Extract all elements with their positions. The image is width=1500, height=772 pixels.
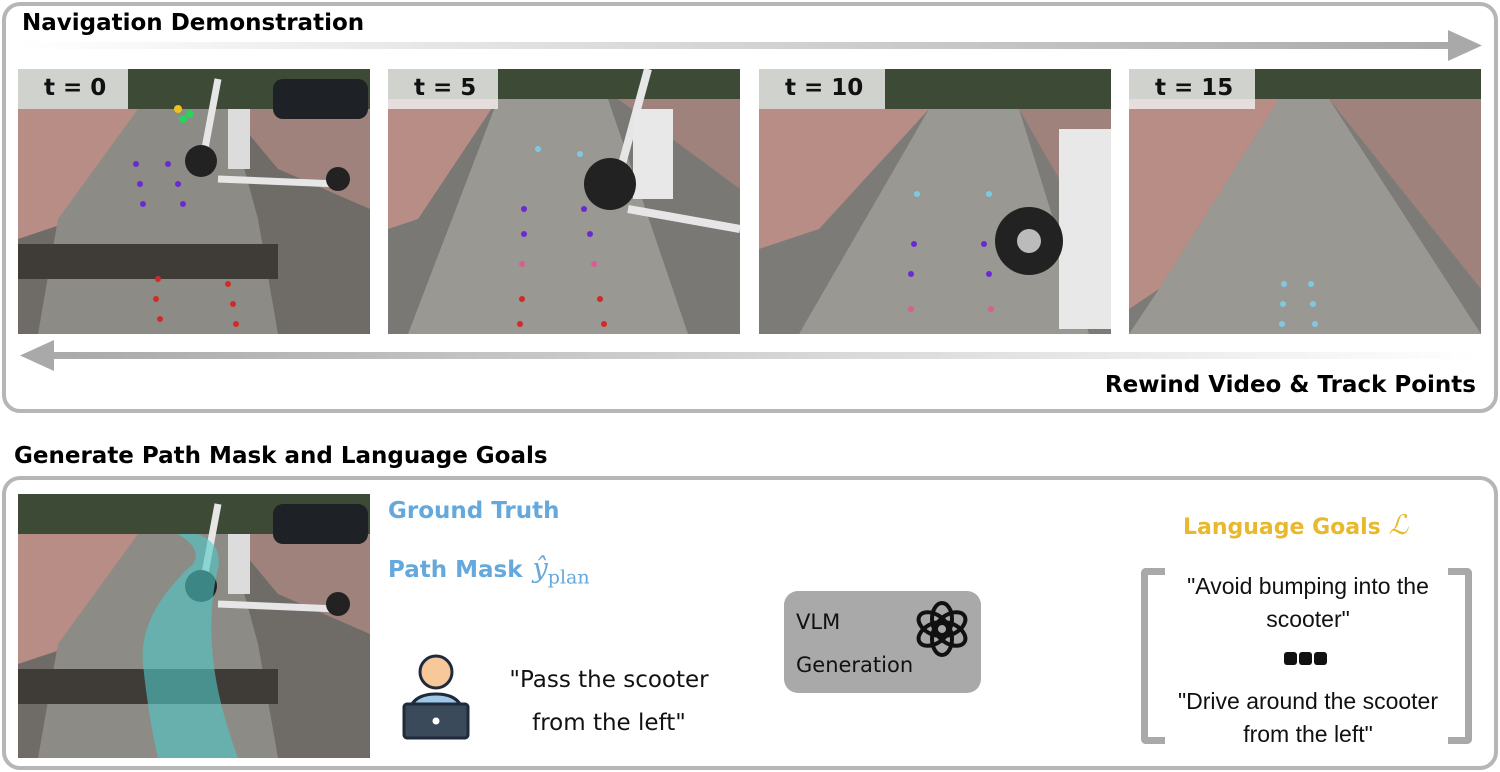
time-label: t = 10: [759, 69, 886, 109]
language-goals-label: Language Goals ℒ: [1183, 510, 1408, 541]
frame-t15: t = 15: [1129, 69, 1481, 334]
path-mask-overlay: [142, 534, 238, 758]
sidewalk-scene-image: [759, 69, 1111, 334]
person-with-laptop-icon: [402, 654, 470, 740]
openai-logo-icon: [916, 601, 968, 657]
path-mask-symbol: ŷplan: [532, 553, 590, 589]
frame-t0: t = 0: [18, 69, 370, 334]
frame-t10: t = 10: [759, 69, 1111, 334]
path-mask-text: Path Mask: [388, 557, 523, 583]
vlm-generation-label: VLM Generation: [796, 610, 914, 677]
path-mask-label: Path Mask ŷplan: [388, 553, 590, 588]
language-goals-symbol: ℒ: [1388, 510, 1409, 541]
navigation-demonstration-title: Navigation Demonstration: [22, 10, 365, 36]
language-goals-text: Language Goals: [1183, 515, 1381, 540]
time-label: t = 5: [388, 69, 499, 109]
instruction-quote: "Pass the scooter from the left": [509, 667, 709, 736]
rewind-label: Rewind Video & Track Points: [1104, 372, 1476, 398]
frame-t5: t = 5: [388, 69, 740, 334]
vlm-generation-box: VLM Generation: [784, 591, 981, 693]
ground-truth-label: Ground Truth: [388, 498, 560, 524]
time-label: t = 0: [18, 69, 129, 109]
time-label: t = 15: [1129, 69, 1256, 109]
generate-section-title: Generate Path Mask and Language Goals: [14, 443, 548, 469]
rewind-arrow: [20, 340, 1480, 371]
sidewalk-scene-image: [388, 69, 740, 334]
left-bracket: [1141, 568, 1165, 744]
sidewalk-scene-image: [1129, 69, 1481, 334]
forward-time-arrow: [18, 30, 1482, 61]
right-bracket: [1448, 568, 1472, 744]
sidewalk-scene-image: [18, 69, 370, 334]
language-goal: "Avoid bumping into the scooter": [1187, 573, 1429, 632]
ellipsis-icon: [1284, 650, 1329, 669]
path-mask-scene-image: [18, 494, 370, 758]
language-goal: "Drive around the scooter from the left": [1177, 688, 1439, 747]
